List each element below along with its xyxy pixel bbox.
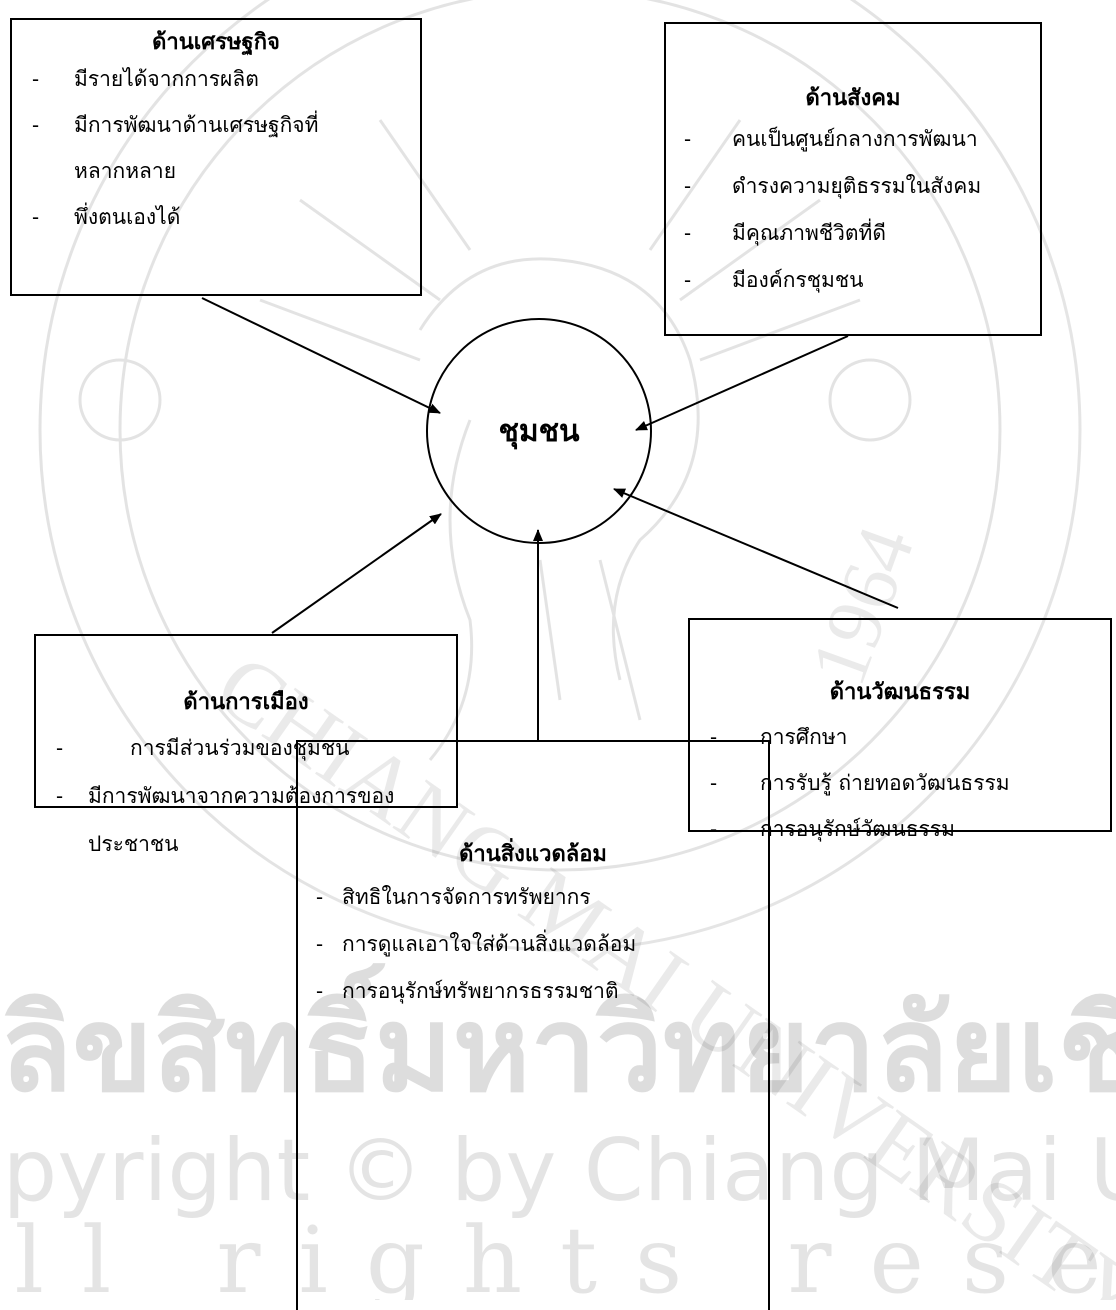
- seal-outer-ring: [38, 0, 1082, 952]
- economic-box: ด้านเศรษฐกิจ -มีรายได้จากการผลิต -มีการพ…: [10, 18, 422, 296]
- arrow-economic-to-center: [201, 297, 441, 414]
- list-marker: -: [56, 736, 64, 760]
- social-title: ด้านสังคม: [805, 85, 901, 111]
- list-marker: -: [32, 67, 40, 91]
- political-item-continuation: ประชาชน: [88, 832, 179, 856]
- list-marker: -: [684, 221, 692, 245]
- list-marker: -: [316, 979, 324, 1003]
- cultural-item: -การรับรู้ ถ่ายทอดวัฒนธรรม: [690, 760, 1110, 806]
- list-marker: -: [32, 205, 40, 229]
- economic-item: -มีรายได้จากการผลิต: [12, 56, 420, 102]
- social-item: -มีคุณภาพชีวิตที่ดี: [666, 210, 1040, 257]
- social-item: -มีองค์กรชุมชน: [666, 257, 1040, 304]
- environmental-title: ด้านสิ่งแวดล้อม: [459, 841, 607, 867]
- political-box: ด้านการเมือง -การมีส่วนร่วมของชุมชน -มีก…: [34, 634, 458, 856]
- environmental-item: -สิทธิในการจัดการทรัพยากร: [298, 874, 768, 921]
- list-marker: -: [684, 127, 692, 151]
- center-node: ชุมชน: [426, 318, 652, 544]
- right-ornament: [828, 358, 912, 442]
- economic-item: -พึ่งตนเองได้: [12, 194, 420, 240]
- list-marker: -: [56, 784, 64, 808]
- economic-title: ด้านเศรษฐกิจ: [152, 29, 280, 55]
- elephant-outline: [418, 257, 700, 761]
- social-item: -ดำรงความยุติธรรมในสังคม: [666, 163, 1040, 210]
- watermark-line3: All rights reserved: [0, 1207, 1116, 1300]
- political-item: -มีการพัฒนาจากความต้องการของ: [36, 772, 456, 820]
- cultural-item: -การอนุรักษ์วัฒนธรรม: [690, 806, 1110, 852]
- cultural-title: ด้านวัฒนธรรม: [829, 679, 971, 705]
- seal-inner-ring: [118, 0, 1002, 872]
- watermark-line1: ลิขสิทธิ์มหาวิทยาลัยเชียงใหม่: [0, 963, 1116, 1118]
- list-marker: -: [684, 268, 692, 292]
- arrow-political-to-center: [271, 513, 442, 634]
- list-marker: -: [316, 885, 324, 909]
- list-marker: -: [710, 817, 718, 841]
- watermark-line2: Copyright © by Chiang Mai University: [0, 1121, 1116, 1221]
- list-marker: -: [316, 932, 324, 956]
- arrow-cultural-to-center: [613, 488, 899, 609]
- social-item: -คนเป็นศูนย์กลางการพัฒนา: [666, 116, 1040, 163]
- seal-rays: [259, 119, 861, 362]
- political-title: ด้านการเมือง: [183, 689, 309, 715]
- arrow-social-to-center: [635, 335, 849, 431]
- economic-item: -มีการพัฒนาด้านเศรษฐกิจที่: [12, 102, 420, 148]
- economic-item-continuation: หลากหลาย: [74, 159, 177, 183]
- list-marker: -: [710, 725, 718, 749]
- left-ornament: [78, 358, 162, 442]
- list-marker: -: [684, 174, 692, 198]
- environmental-item: -การดูแลเอาใจใส่ด้านสิ่งแวดล้อม: [298, 921, 768, 968]
- environmental-box: ด้านสิ่งแวดล้อม -สิทธิในการจัดการทรัพยาก…: [296, 740, 770, 1310]
- list-marker: -: [710, 771, 718, 795]
- cultural-box: ด้านวัฒนธรรม -การศึกษา -การรับรู้ ถ่ายทอ…: [688, 618, 1112, 841]
- center-label: ชุมชน: [498, 413, 580, 449]
- cultural-item: -การศึกษา: [690, 714, 1110, 760]
- social-box: ด้านสังคม -คนเป็นศูนย์กลางการพัฒนา -ดำรง…: [664, 22, 1042, 336]
- environmental-item: -การอนุรักษ์ทรัพยากรธรรมชาติ: [298, 968, 768, 1015]
- list-marker: -: [32, 113, 40, 137]
